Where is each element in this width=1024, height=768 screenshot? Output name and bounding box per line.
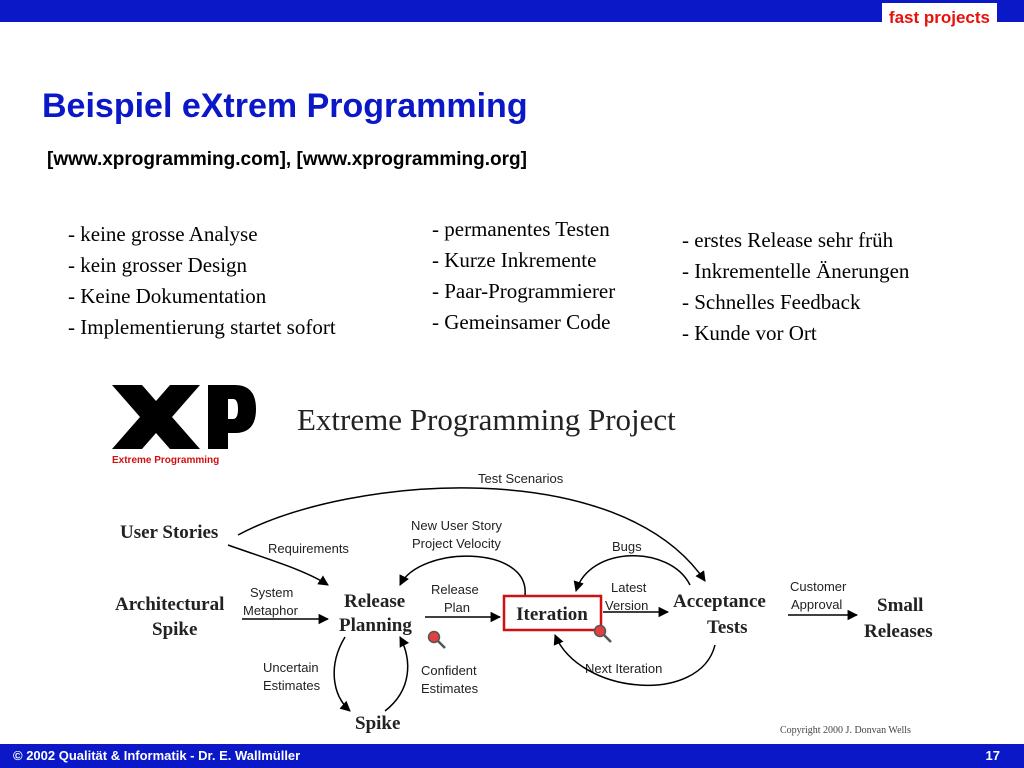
magnifier-icon bbox=[593, 624, 612, 643]
slide-title: Beispiel eXtrem Programming bbox=[42, 87, 528, 125]
list-item: - Schnelles Feedback bbox=[682, 290, 861, 314]
label-metaphor: Metaphor bbox=[243, 603, 299, 618]
label-requirements: Requirements bbox=[268, 541, 349, 556]
arrow-new-user-story bbox=[399, 555, 526, 596]
label-bugs: Bugs bbox=[612, 539, 642, 554]
list-item: - Inkrementelle Änerungen bbox=[682, 259, 910, 283]
arrow-confident-estimates bbox=[384, 636, 410, 712]
slide-subtitle: [www.xprogramming.com], [www.xprogrammin… bbox=[47, 149, 527, 170]
label-release-plan-1: Release bbox=[431, 582, 479, 597]
node-spike: Spike bbox=[355, 713, 400, 734]
node-user-stories: User Stories bbox=[120, 522, 218, 543]
list-item: - kein grosser Design bbox=[68, 253, 248, 277]
label-system: System bbox=[250, 585, 293, 600]
list-item: - erstes Release sehr früh bbox=[682, 228, 894, 252]
arrow-bugs bbox=[573, 555, 691, 593]
label-project-velocity: Project Velocity bbox=[412, 536, 501, 551]
label-confident-estimates: Estimates bbox=[421, 681, 479, 696]
iteration-box bbox=[502, 594, 603, 632]
principles-list-1: - keine grosse Analyse - kein grosser De… bbox=[68, 219, 336, 343]
xp-logo-p-shape bbox=[208, 385, 256, 449]
list-item: - permanentes Testen bbox=[432, 217, 610, 241]
label-latest: Latest bbox=[611, 580, 647, 595]
label-next-iteration: Next Iteration bbox=[585, 661, 662, 676]
node-acceptance: Acceptance bbox=[673, 591, 766, 612]
footer-copyright: © 2002 Qualität & Informatik - Dr. E. Wa… bbox=[13, 748, 301, 763]
label-release-plan-2: Plan bbox=[444, 600, 470, 615]
label-uncertain: Uncertain bbox=[263, 660, 319, 675]
brand-label: fast projects bbox=[881, 3, 997, 33]
node-releases: Releases bbox=[864, 621, 933, 642]
page-number: 17 bbox=[985, 748, 1000, 763]
footer-bar: © 2002 Qualität & Informatik - Dr. E. Wa… bbox=[0, 744, 1024, 768]
node-small: Small bbox=[877, 595, 923, 616]
diagram-heading: Extreme Programming Project bbox=[297, 402, 676, 437]
arrow-uncertain-estimates bbox=[333, 636, 351, 712]
logo-text: Extreme Programming bbox=[112, 455, 219, 466]
list-item: - Gemeinsamer Code bbox=[432, 310, 611, 334]
xp-project-diagram: Extreme Programming Extreme Programming … bbox=[112, 385, 933, 736]
xp-logo-x-shape bbox=[112, 385, 200, 449]
label-confident: Confident bbox=[421, 663, 477, 678]
arrow-requirements bbox=[227, 544, 329, 586]
label-uncertain-estimates: Estimates bbox=[263, 678, 321, 693]
arrow-test-scenarios bbox=[237, 487, 706, 582]
list-item: - Paar-Programmierer bbox=[432, 279, 616, 303]
node-architectural: Architectural bbox=[115, 594, 224, 615]
label-approval: Approval bbox=[791, 597, 842, 612]
list-item: - Kunde vor Ort bbox=[682, 321, 817, 345]
label-customer: Customer bbox=[790, 579, 847, 594]
principles-list-2: - permanentes Testen - Kurze Inkremente … bbox=[432, 214, 615, 338]
label-test-scenarios: Test Scenarios bbox=[478, 471, 564, 486]
node-iteration: Iteration bbox=[516, 604, 588, 625]
magnifier-icon bbox=[427, 630, 446, 649]
diagram-copyright: Copyright 2000 J. Donvan Wells bbox=[780, 725, 911, 736]
arrow-next-iteration bbox=[553, 634, 716, 686]
list-item: - Keine Dokumentation bbox=[68, 284, 267, 308]
label-version: Version bbox=[605, 598, 648, 613]
node-tests: Tests bbox=[707, 617, 747, 638]
principles-list-3: - erstes Release sehr früh - Inkrementel… bbox=[682, 225, 909, 349]
list-item: - Kurze Inkremente bbox=[432, 248, 597, 272]
label-new-user-story: New User Story bbox=[411, 518, 503, 533]
top-bar bbox=[0, 0, 1024, 22]
node-architectural-spike: Spike bbox=[152, 619, 197, 640]
list-item: - keine grosse Analyse bbox=[68, 222, 258, 246]
node-planning: Planning bbox=[339, 615, 412, 636]
node-release: Release bbox=[344, 591, 405, 612]
list-item: - Implementierung startet sofort bbox=[68, 315, 336, 339]
xp-logo: Extreme Programming bbox=[112, 385, 256, 466]
